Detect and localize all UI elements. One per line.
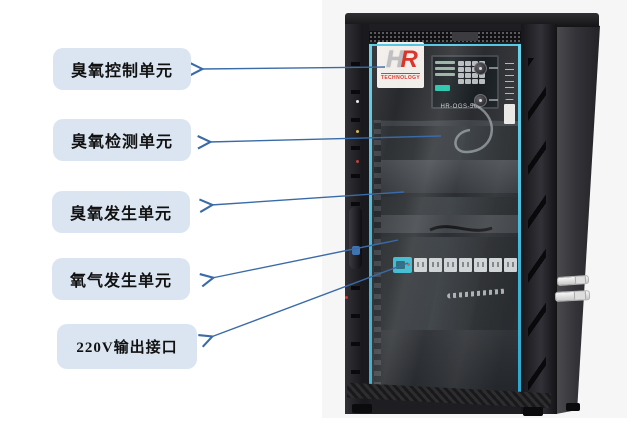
adjust-knob-2 <box>474 94 487 107</box>
keypad-key <box>458 61 464 66</box>
fitting-nut <box>573 291 587 300</box>
readout-line <box>435 67 455 70</box>
power-strip <box>393 256 517 273</box>
cabinet-foot-side <box>566 403 580 411</box>
screen-softkey <box>435 85 450 91</box>
callout-label-oxygen-generation-unit: 氧气发生单元 <box>52 258 190 300</box>
logo-letter-h: H <box>386 46 403 73</box>
door-trim-left <box>369 44 372 392</box>
callout-text: 臭氧发生单元 <box>69 206 172 223</box>
callout-label-220v-output-port: 220V输出接口 <box>57 324 197 369</box>
indicator-led-yellow <box>356 130 359 133</box>
gas-fitting-lower <box>554 290 591 302</box>
power-strip-outlets <box>414 257 517 272</box>
power-outlet <box>429 257 442 272</box>
indicator-led-white <box>356 100 359 103</box>
indicator-led-red <box>356 160 359 163</box>
logo-text: HR <box>386 46 418 73</box>
keypad-key <box>465 67 471 72</box>
logo-subtext: TECHNOLOGY <box>380 73 421 81</box>
door-lock <box>352 246 360 255</box>
top-name-plate <box>452 32 478 41</box>
fitting-nut <box>574 276 586 284</box>
power-outlet <box>504 257 517 272</box>
callout-label-ozone-generation-unit: 臭氧发生单元 <box>52 191 190 233</box>
top-vent-grille <box>353 31 549 42</box>
keypad-key <box>472 79 478 84</box>
power-outlet <box>489 257 502 272</box>
cabinet-foot-right <box>523 407 543 416</box>
callout-label-ozone-detection-unit: 臭氧检测单元 <box>53 119 191 161</box>
keypad-key <box>479 73 485 78</box>
flow-meter <box>505 58 514 100</box>
indicator-led-red-2 <box>345 296 348 299</box>
keypad-key <box>465 73 471 78</box>
screen-readouts <box>435 59 455 105</box>
generation-unit-shelf <box>381 215 518 233</box>
callout-label-ozone-control-unit: 臭氧控制单元 <box>53 48 191 90</box>
keypad-key <box>465 61 471 66</box>
cabinet-foot-left <box>352 404 372 413</box>
knob-label-1 <box>489 67 498 69</box>
keypad-key <box>472 73 478 78</box>
power-strip-switch <box>393 256 412 273</box>
readout-line <box>435 73 455 76</box>
callout-text: 臭氧控制单元 <box>70 63 173 80</box>
door-trim-top <box>372 44 518 46</box>
keypad-key <box>458 67 464 72</box>
callout-text: 臭氧检测单元 <box>70 134 173 151</box>
door-trim-right <box>518 44 521 392</box>
readout-line <box>435 61 455 64</box>
shelf-edge <box>381 193 518 197</box>
door-handle <box>349 207 362 269</box>
power-outlet <box>444 257 457 272</box>
keypad-key <box>458 79 464 84</box>
cabinet-roof <box>345 13 599 27</box>
shelf-edge <box>381 121 518 126</box>
adjust-knob-1 <box>474 62 487 75</box>
cabinet-floor <box>381 330 518 392</box>
callout-text: 220V输出接口 <box>76 340 178 356</box>
knob-label-2 <box>489 99 498 101</box>
power-outlet <box>459 257 472 272</box>
power-outlet <box>474 257 487 272</box>
rack-mounting-rail <box>374 52 381 388</box>
right-vent-slots <box>528 58 546 390</box>
detection-unit-shelf <box>381 160 518 194</box>
keypad-key <box>465 79 471 84</box>
keypad-key <box>479 79 485 84</box>
logo-letter-r: R <box>400 46 418 73</box>
flow-meter-scale <box>504 104 515 124</box>
power-outlet <box>414 257 427 272</box>
brand-logo: HR TECHNOLOGY <box>377 42 424 88</box>
shelf-edge <box>381 233 518 237</box>
callout-text: 氧气发生单元 <box>69 273 172 290</box>
keypad-key <box>458 73 464 78</box>
